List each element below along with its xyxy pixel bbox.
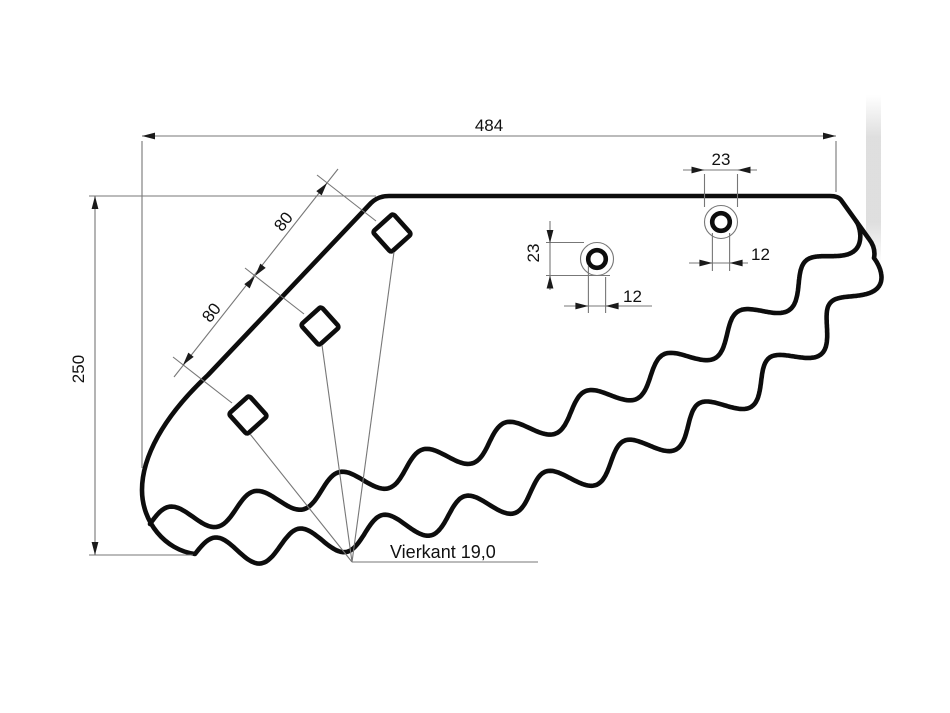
thin-line xyxy=(172,356,233,404)
square-hole xyxy=(227,394,269,436)
dim-spacing-upper-label: 80 xyxy=(270,208,297,235)
square-hole xyxy=(371,212,413,254)
thin-line xyxy=(244,267,305,315)
arrowhead xyxy=(546,275,554,289)
counterbore-circle xyxy=(703,204,739,240)
arrowhead xyxy=(546,230,554,243)
dim-spacing-lower-label: 80 xyxy=(198,299,225,326)
dimension-arrowheads xyxy=(91,132,836,555)
round-hole-upper xyxy=(703,204,739,240)
arrowhead xyxy=(823,132,836,140)
arrowhead xyxy=(142,132,155,140)
scan-artifact-stripe xyxy=(866,95,881,265)
hole-circle xyxy=(709,210,733,234)
thin-line xyxy=(316,174,377,222)
dim-upper-counterbore-label: 23 xyxy=(712,150,731,169)
arrowhead xyxy=(183,352,194,365)
arrowhead xyxy=(316,183,327,196)
blade-outline xyxy=(139,193,884,566)
dim-upper-diameter-label: 12 xyxy=(751,245,770,264)
arrowhead xyxy=(575,302,589,310)
arrowhead xyxy=(691,166,705,174)
square-hole xyxy=(299,305,341,347)
arrowhead xyxy=(605,302,619,310)
arrowhead xyxy=(255,263,266,276)
thin-line xyxy=(351,251,395,563)
thin-line xyxy=(173,168,339,378)
arrowhead xyxy=(729,259,743,267)
square-hole-note: Vierkant 19,0 xyxy=(390,542,496,562)
arrowhead xyxy=(91,196,99,209)
dim-width-label: 484 xyxy=(475,116,503,135)
arrowhead xyxy=(244,276,255,289)
thin-line xyxy=(321,344,353,563)
dim-lower-counterbore-label: 23 xyxy=(524,244,543,263)
dim-height-label: 250 xyxy=(69,355,88,383)
dim-lower-diameter-label: 12 xyxy=(623,287,642,306)
bevel-serration-line xyxy=(147,218,863,530)
thin-line xyxy=(249,433,353,563)
square-holes xyxy=(227,212,413,436)
arrowhead xyxy=(737,166,751,174)
hole-circle xyxy=(585,247,609,271)
arrowhead xyxy=(91,542,99,555)
arrowhead xyxy=(699,259,713,267)
